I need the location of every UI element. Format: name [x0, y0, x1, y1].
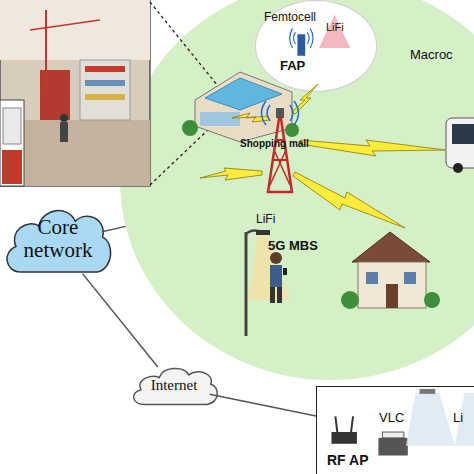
mall-screenshot: [80, 60, 130, 120]
mall-screenshot: [85, 66, 125, 72]
node-text: VLC: [379, 411, 404, 425]
fap-device: [297, 34, 305, 56]
radio-waves: [290, 28, 313, 48]
node-text: Femtocell: [264, 11, 316, 24]
network-link: [210, 394, 316, 416]
network-link: [102, 226, 126, 231]
ceiling-lamp: [420, 389, 436, 394]
vlc-light-cone: [406, 393, 455, 446]
cloud-shape: [7, 211, 111, 272]
mall-screenshot: [60, 114, 68, 122]
router-antenna: [351, 416, 353, 432]
router: [331, 432, 356, 444]
mall-screenshot: [2, 150, 22, 184]
mall-screenshot: [3, 108, 21, 144]
core-network-cloud: Core network: [0, 196, 114, 288]
cloud-shape: [134, 369, 218, 405]
macrocell-area: Macroc FemtocellFAP LiFi: [120, 0, 474, 380]
printer: [378, 438, 407, 456]
mall-screenshot: [0, 100, 24, 186]
node-text: Core network: [12, 216, 104, 262]
network-link: [83, 274, 158, 367]
femtocell-area: FemtocellFAP LiFi: [255, 0, 377, 92]
element-label: 5G MBS: [268, 238, 318, 253]
mall-screenshot: [85, 94, 125, 100]
node-text: RF AP: [327, 453, 368, 468]
node-text: LiFi: [326, 21, 344, 33]
printer-paper: [382, 432, 404, 438]
lifi-light-cone: [319, 15, 350, 48]
mall-screenshot: [40, 70, 70, 120]
node-text: Internet: [138, 377, 210, 394]
mall-screenshot: [60, 122, 68, 142]
indoor-access-box: RF AP VLC Li: [316, 386, 474, 474]
element-label: LiFi: [256, 212, 275, 226]
node-text: FAP: [280, 59, 305, 73]
mall-screenshot: [30, 20, 100, 30]
router-antenna: [335, 416, 337, 432]
element-label: Shopping mall: [240, 138, 309, 149]
node-text: Li: [453, 411, 463, 425]
node-text: Macroc: [410, 48, 453, 62]
internet-cloud: Internet: [128, 360, 220, 414]
mall-screenshot: [0, 0, 150, 60]
mall-screenshot: [45, 10, 47, 90]
mall-screenshot: [85, 80, 125, 86]
